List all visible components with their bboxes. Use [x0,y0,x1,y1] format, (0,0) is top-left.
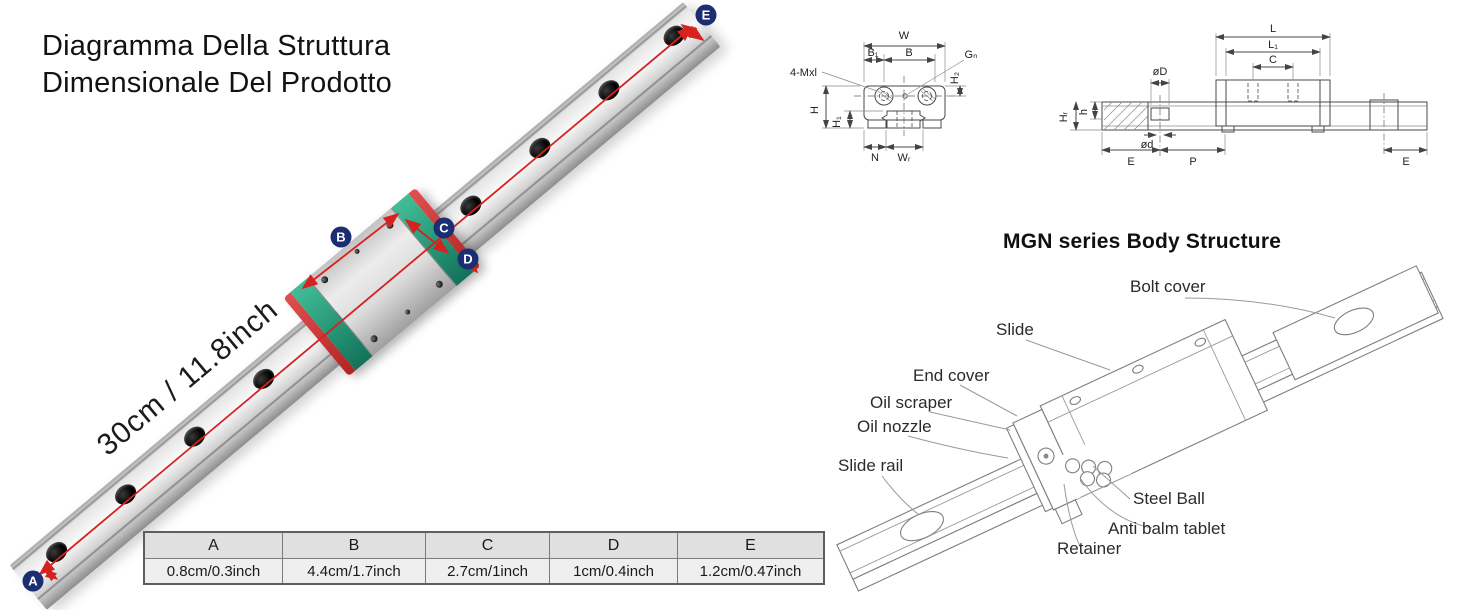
dimension-marker-a: A [22,570,44,592]
label-W: W [899,30,910,42]
leader-slide-rail [881,475,919,515]
part-label-slide-rail: Slide rail [838,456,903,475]
label-E-left: E [1127,156,1134,168]
label-4Mxl: 4-Mxl [790,67,817,79]
dimension-table-header-row: A B C D E [143,531,825,559]
leader-oil-scraper [929,411,1011,431]
leader-oil-nozzle [907,435,1009,459]
part-label-steel-ball: Steel Ball [1133,489,1205,508]
grease-hole [902,93,908,99]
dimension-marker-b: B [330,226,352,248]
carriage-screw [353,247,361,255]
carriage-screw [384,220,395,231]
col-header-c: C [425,531,550,559]
label-od: ød [1141,139,1154,151]
label-E-right: E [1402,156,1409,168]
carriage-leg-left [867,119,887,129]
carriage-side-outline [1215,79,1331,127]
side-view-drawing: L L₁ C øD ød h Hᵣ E P E [1058,23,1428,168]
bolt-cover-hole [1333,307,1375,336]
steel-ball [1079,471,1096,487]
steel-ball [1065,458,1081,474]
retainer-strip [1080,474,1130,498]
carriage-screw [434,279,445,290]
part-label-bolt-cover: Bolt cover [1130,277,1206,296]
label-H2: H₂ [949,72,961,84]
carriage-screw [319,274,330,285]
slide-screw [1132,364,1144,374]
col-header-a: A [143,531,283,559]
body-structure-diagram: Bolt cover Slide End cover Oil scraper O… [836,265,1444,592]
label-WR: Wᵣ [897,152,910,164]
carriage-foot [1311,125,1325,133]
label-N: N [871,152,879,164]
part-label-retainer: Retainer [1057,539,1122,558]
rail-side-outline [1101,101,1428,131]
carriage-screw [369,333,380,344]
dimension-marker-d: D [457,248,479,270]
part-label-oil-nozzle: Oil nozzle [857,417,932,436]
leader-bolt-cover [1184,297,1336,319]
label-Gn: Gₙ [965,49,978,61]
screw-hole-left [874,86,894,106]
carriage-screws-hidden [1247,83,1299,102]
label-H1: H₁ [831,116,843,128]
value-b: 4.4cm/1.7inch [282,558,426,585]
part-label-slide: Slide [996,320,1034,339]
part-label-oil-scraper: Oil scraper [870,393,953,412]
col-header-d: D [549,531,678,559]
leader-end-cover [959,384,1018,417]
value-c: 2.7cm/1inch [425,558,550,585]
dimension-marker-c: C [433,217,455,239]
isometric-assembly [836,265,1444,592]
label-oD: øD [1153,66,1168,78]
col-header-b: B [282,531,426,559]
value-a: 0.8cm/0.3inch [143,558,283,585]
product-photo: 30cm / 11.8inch A B C D E [9,2,721,610]
dimension-marker-e: E [695,4,717,26]
rail-section-outline [881,110,926,129]
oil-scraper-plate [1005,424,1054,513]
part-label-end-cover: End cover [913,366,990,385]
leader-retainer [1063,483,1081,547]
label-H: H [809,106,821,114]
label-B1: B₁ [867,47,878,59]
part-label-anti-balm: Anti balm tablet [1108,519,1225,538]
leader-steel-ball [1092,465,1131,500]
carriage-leg-right [922,119,942,129]
dimension-table-value-row: 0.8cm/0.3inch 4.4cm/1.7inch 2.7cm/1inch … [143,558,825,585]
hatch-rail-end [1103,101,1149,131]
col-header-e: E [677,531,825,559]
value-e: 1.2cm/0.47inch [677,558,825,585]
value-d: 1cm/0.4inch [549,558,678,585]
oil-hole-center [1043,453,1049,459]
leader-Gn [907,59,965,95]
body-structure-heading: MGN series Body Structure [1003,230,1282,253]
label-C: C [1269,54,1277,66]
label-L: L [1270,23,1276,35]
label-L1: L₁ [1268,39,1278,51]
slide-screw [1069,396,1082,406]
rail-hole-front [899,510,944,542]
cross-section-drawing: W B₁ B Gₙ 4-Mxl H H₁ H₂ N Wᵣ [790,30,978,164]
counterbore [1150,107,1170,121]
leader-slide [1025,339,1111,371]
slide-screw [1194,337,1207,347]
leader-4Mxl [821,71,878,92]
leader-anti-balm [1079,477,1153,529]
label-B: B [905,47,912,59]
label-P: P [1189,156,1196,168]
carriage-screw [404,308,412,316]
carriage-foot [1221,125,1235,133]
label-h: h [1078,109,1090,115]
steel-ball [1095,472,1112,488]
carriage-section-outline [863,85,946,121]
dimension-table: A B C D E 0.8cm/0.3inch 4.4cm/1.7inch 2.… [143,531,825,585]
screw-thread [879,91,889,101]
label-HR: Hᵣ [1058,111,1070,122]
